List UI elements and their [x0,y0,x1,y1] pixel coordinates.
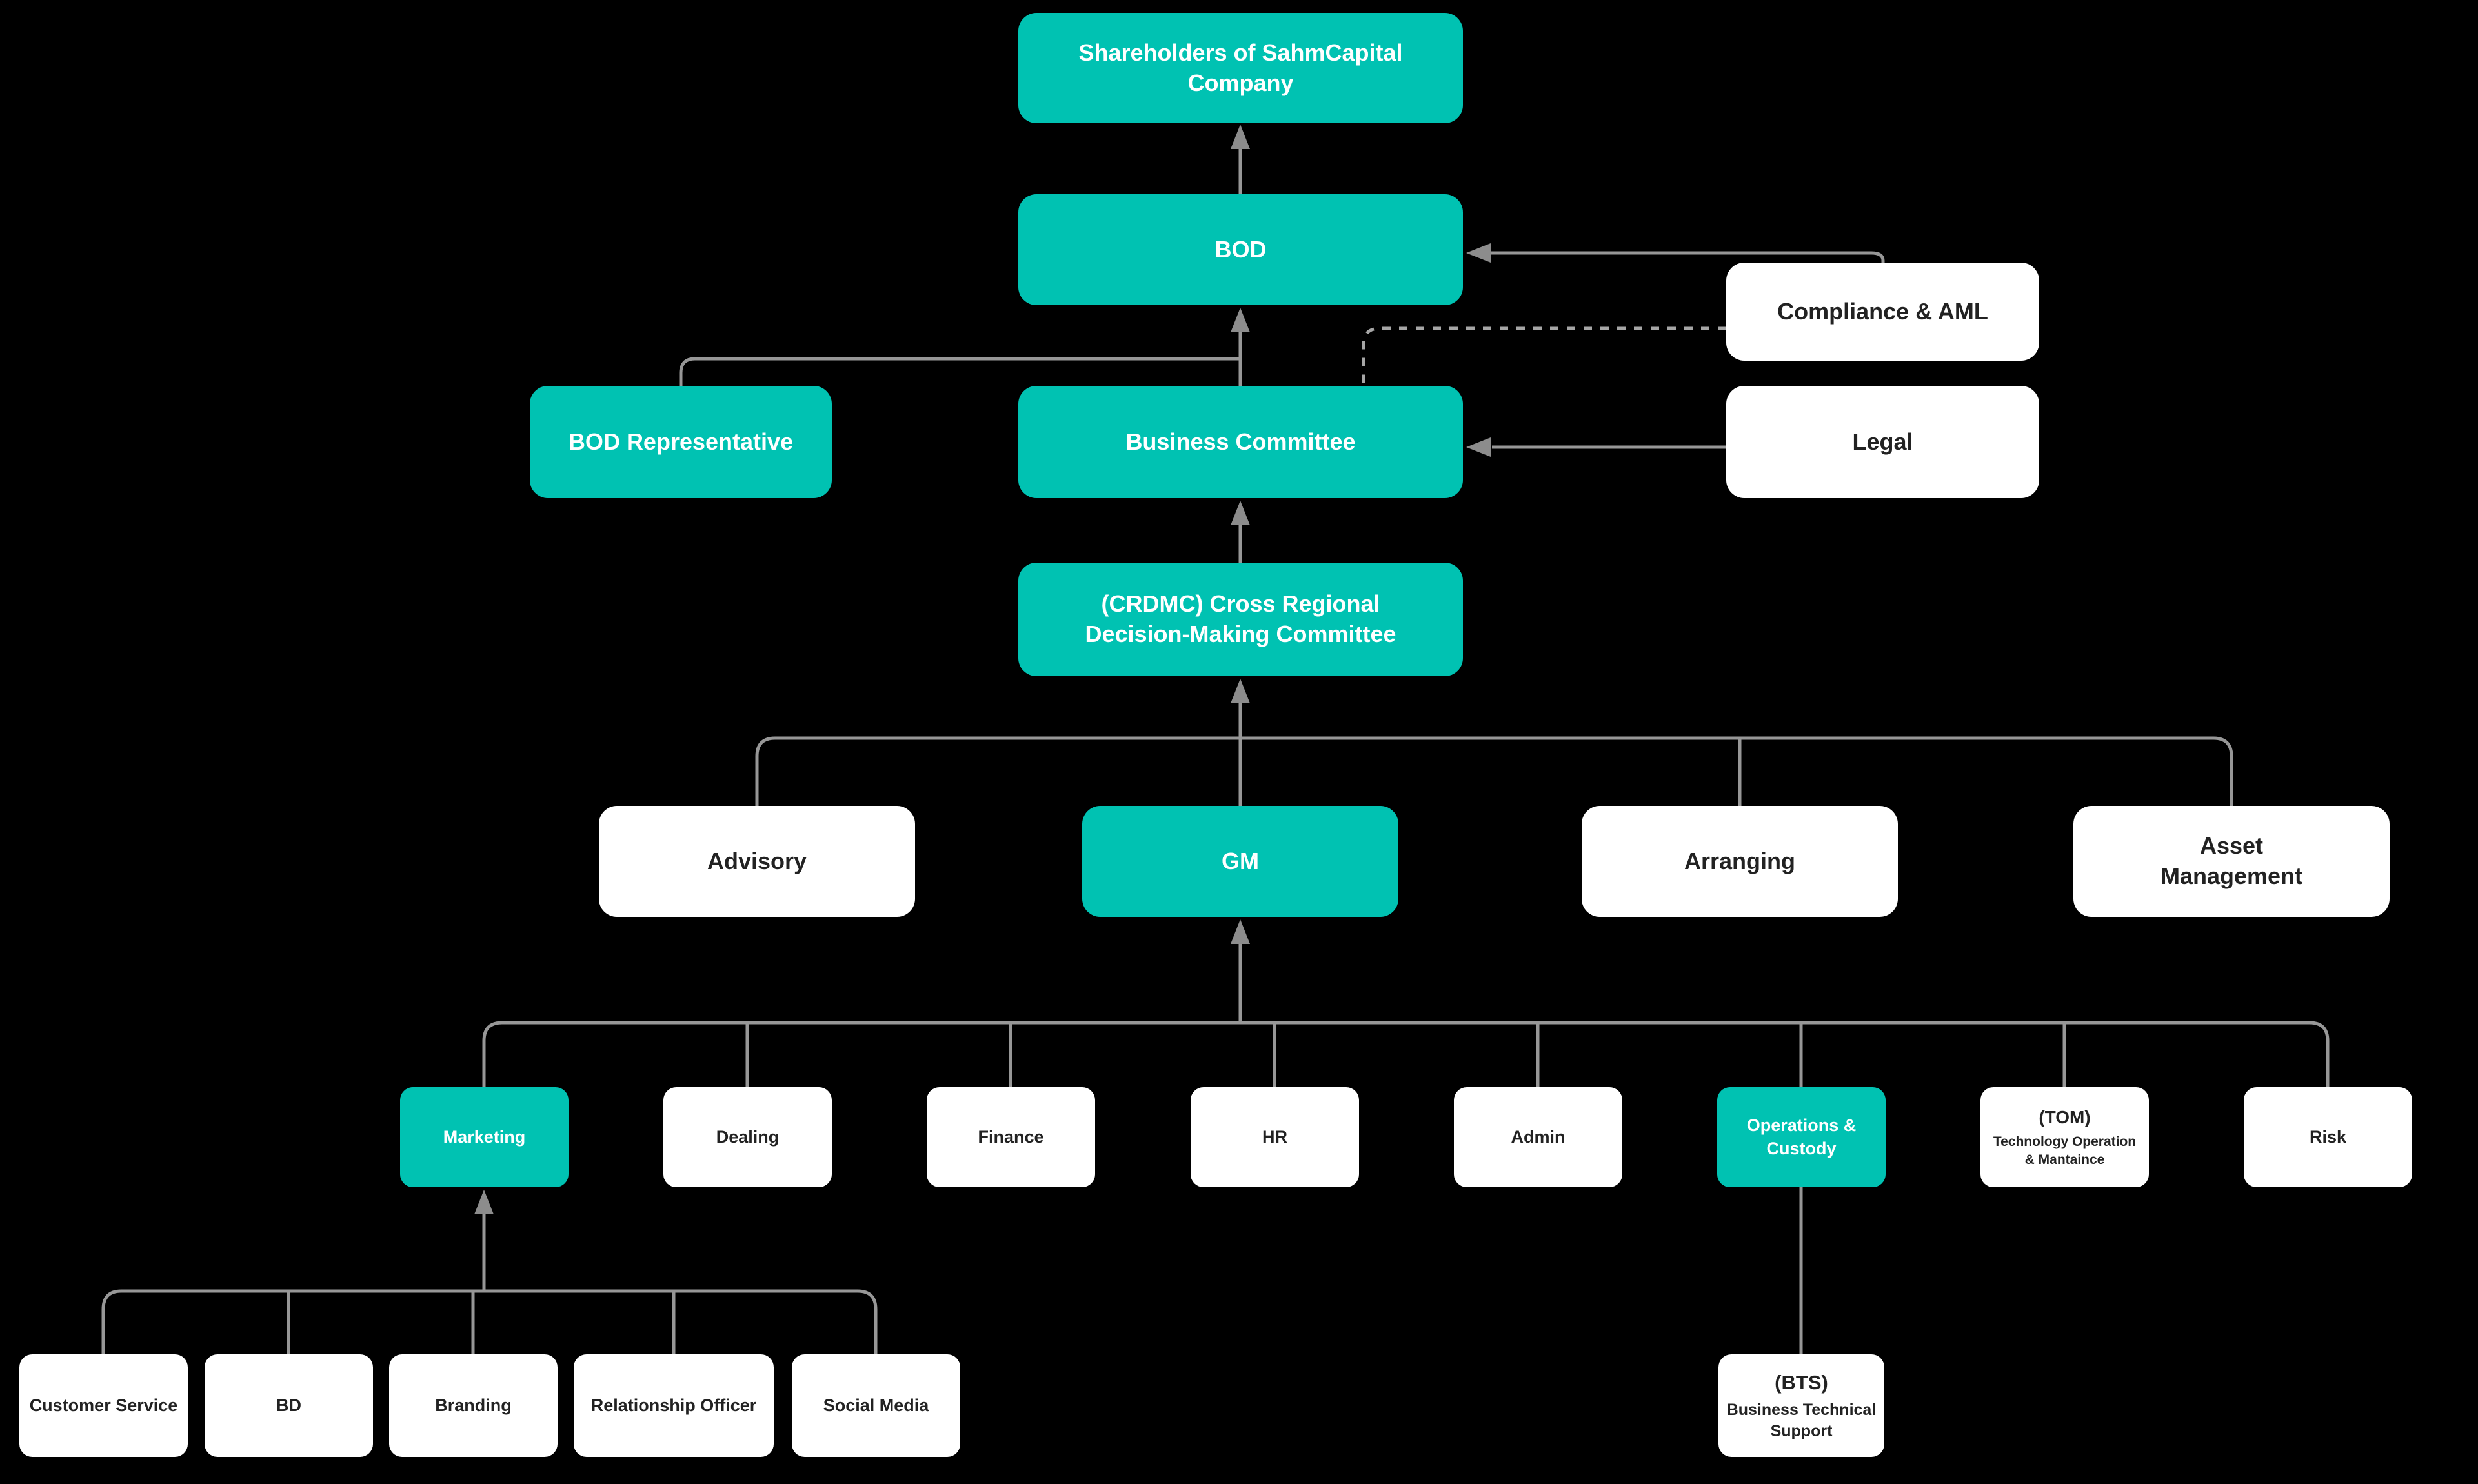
node-label: Asset Management [2160,832,2303,889]
arrowhead-up [1231,125,1250,149]
node-label: Dealing [716,1127,780,1147]
edge-compliance-to-bc-dashed [1362,326,1726,386]
node-bod-representative: BOD Representative [530,386,832,498]
node-legal: Legal [1726,386,2039,498]
edge-legal-to-bc [1466,437,1726,457]
node-shareholders: Shareholders of SahmCapital Company [1018,13,1463,123]
node-label: Arranging [1684,847,1795,874]
node-customer-service: Customer Service [19,1354,188,1457]
node-asset-management: Asset Management [2073,806,2390,917]
arrowhead-up [1231,308,1250,332]
node-label: Shareholders of SahmCapital Company [1078,39,1403,96]
edge-bod-to-shareholders [1231,125,1250,194]
node-social-media: Social Media [792,1354,960,1457]
edge-bc-to-bod [1231,308,1250,386]
node-bts: (BTS) Business Technical Support [1718,1354,1884,1457]
edge-bodrep-to-bod [679,357,1240,386]
node-label: Operations & Custody [1746,1116,1857,1158]
node-label: HR [1262,1127,1287,1147]
node-label: Technology Operation & Mantaince [1993,1134,2137,1167]
node-label: Business Committee [1125,428,1356,455]
edge-crdmc-to-bc [1231,501,1250,563]
node-hr: HR [1191,1087,1359,1187]
node-risk: Risk [2244,1087,2412,1187]
arrowhead-up [474,1190,494,1214]
node-arranging: Arranging [1582,806,1898,917]
node-label: Legal [1852,428,1913,455]
node-code: (TOM) [2039,1107,2091,1127]
arrowhead-left [1466,437,1491,457]
node-branding: Branding [389,1354,558,1457]
node-compliance-aml: Compliance & AML [1726,263,2039,361]
node-admin: Admin [1454,1087,1622,1187]
arrowhead-up [1231,679,1250,703]
node-label: Customer Service [29,1395,178,1415]
node-dealing: Dealing [663,1087,832,1187]
node-finance: Finance [927,1087,1095,1187]
node-business-committee: Business Committee [1018,386,1463,498]
node-label: Branding [435,1395,512,1415]
edge-marketing-children-tree [101,1190,878,1354]
edge-crdmc-children-tree [755,679,2233,806]
edge-gm-children-tree [482,919,2330,1087]
node-label: BD [276,1395,301,1415]
node-label: (CRDMC) Cross Regional Decision-Making C… [1085,590,1396,647]
arrowhead-left [1466,243,1491,263]
node-marketing: Marketing [400,1087,569,1187]
node-label: Business Technical Support [1726,1401,1877,1440]
node-label: Risk [2309,1127,2347,1147]
node-label: GM [1222,847,1259,874]
node-bd: BD [205,1354,373,1457]
node-crdmc: (CRDMC) Cross Regional Decision-Making C… [1018,563,1463,676]
node-label: Marketing [443,1127,526,1147]
node-label: BOD Representative [568,428,794,455]
node-label: Relationship Officer [590,1395,757,1415]
node-bod: BOD [1018,194,1463,305]
node-label: BOD [1214,236,1267,263]
node-label: Finance [978,1127,1044,1147]
node-label: Admin [1511,1127,1566,1147]
arrowhead-up [1231,501,1250,525]
node-label: Social Media [823,1395,929,1415]
arrowhead-up [1231,919,1250,944]
node-label: Compliance & AML [1777,297,1988,325]
node-relationship-officer: Relationship Officer [574,1354,774,1457]
node-tom: (TOM) Technology Operation & Mantaince [1980,1087,2149,1187]
node-label: Advisory [707,847,807,874]
node-advisory: Advisory [599,806,915,917]
node-operations-custody: Operations & Custody [1717,1087,1886,1187]
edge-compliance-to-bod [1466,243,1885,263]
node-gm: GM [1082,806,1398,917]
node-code: (BTS) [1775,1370,1828,1394]
